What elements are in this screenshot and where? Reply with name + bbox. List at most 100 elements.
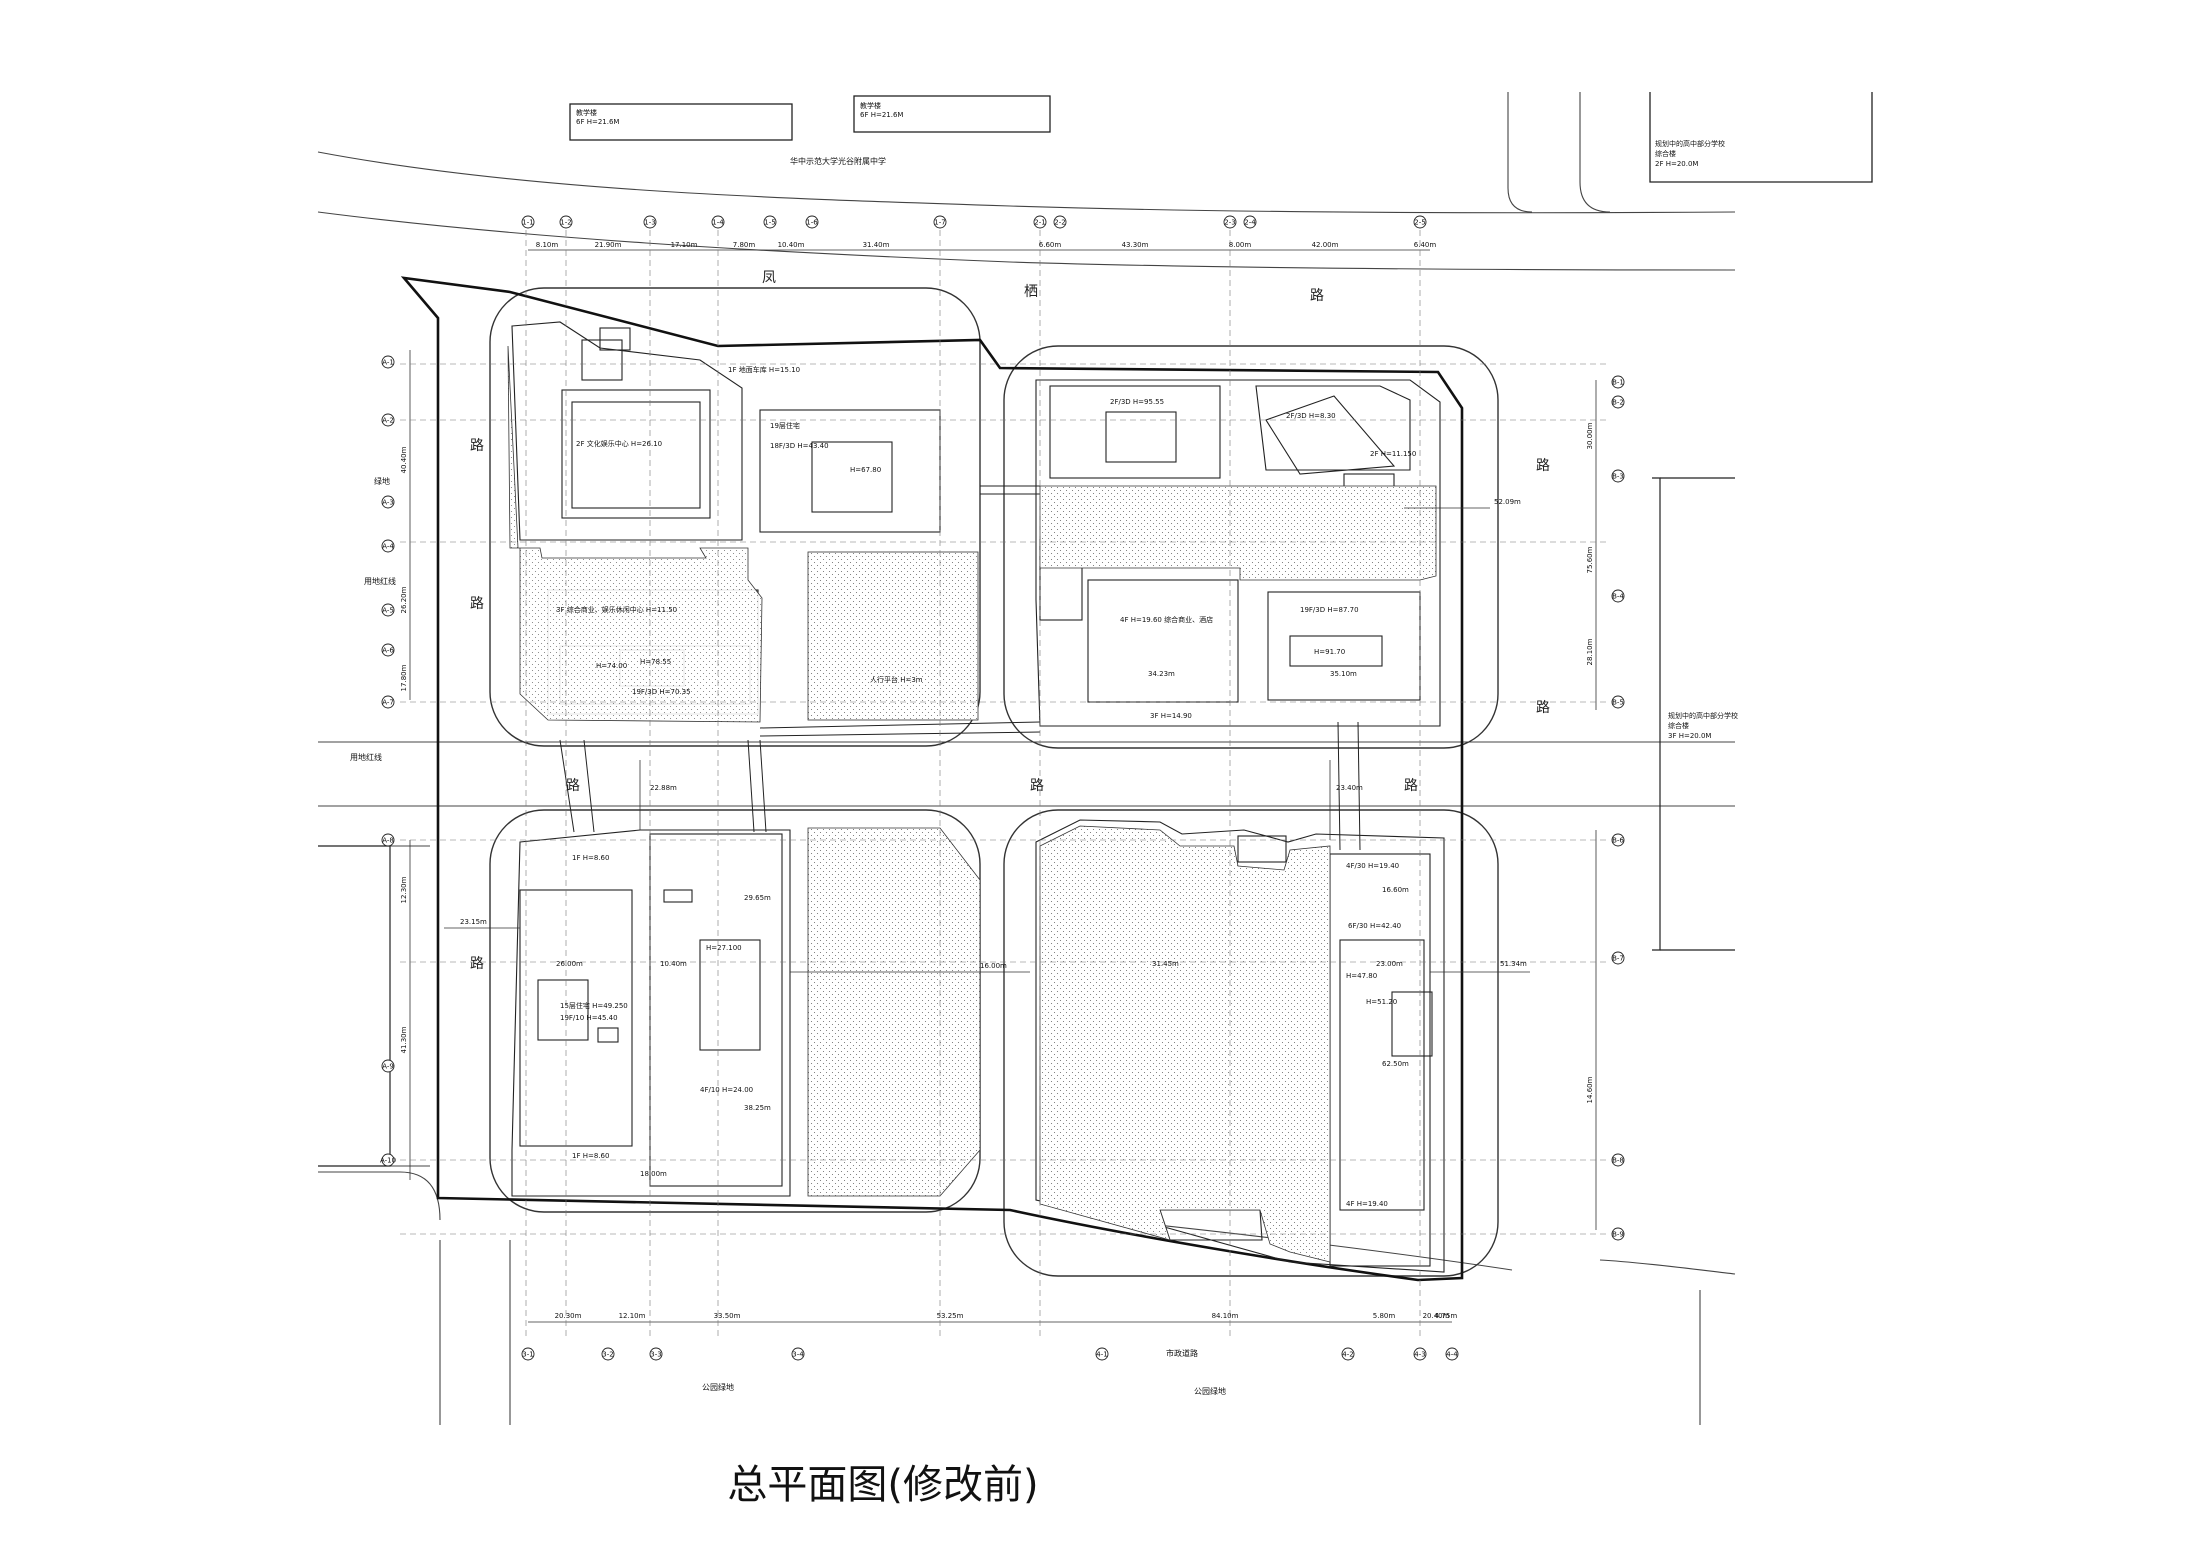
building-label: 51.34m bbox=[1500, 960, 1527, 968]
building-label: H=91.70 bbox=[1314, 648, 1345, 656]
building-label: H=47.80 bbox=[1346, 972, 1377, 980]
grid-bubble-label: A-3 bbox=[382, 498, 394, 506]
grid-bubble bbox=[643, 215, 657, 229]
building-label: 4F H=19.60 综合商业、酒店 bbox=[1120, 615, 1213, 624]
building-label: 31.45m bbox=[1152, 960, 1179, 968]
grid-bubble-label: 3-1 bbox=[522, 1350, 533, 1358]
grid-bubble-label: 2-5 bbox=[1414, 218, 1425, 226]
dimension-text: 33.50m bbox=[714, 1312, 741, 1320]
dimension-text: 41.30m bbox=[400, 1026, 408, 1053]
dimension-text: 17.10m bbox=[671, 241, 698, 249]
building-label: 1F H=8.60 bbox=[572, 854, 609, 862]
dimension-text: 12.30m bbox=[400, 876, 408, 903]
grid-bubble bbox=[711, 215, 725, 229]
drawing-caption: 总平面图(修改前) bbox=[0, 1452, 2206, 1510]
school-name-label: 华中示范大学光谷附属中学 bbox=[790, 156, 886, 166]
building-label: 2F/3D H=8.30 bbox=[1286, 412, 1336, 420]
title-text: 6F H=21.6M bbox=[860, 111, 903, 119]
grid-bubble bbox=[381, 1153, 395, 1167]
grid-bubble bbox=[1611, 395, 1625, 409]
grid-bubble bbox=[1413, 1347, 1427, 1361]
building-label: 26.00m bbox=[556, 960, 583, 968]
grid-bubble-label: 2-2 bbox=[1054, 218, 1065, 226]
area-label: 公园绿地 bbox=[702, 1382, 734, 1392]
dimension-text: 28.10m bbox=[1586, 638, 1594, 665]
area-label: 绿地 bbox=[374, 476, 390, 486]
road-label: 路 bbox=[1030, 778, 1044, 794]
grid-bubble-label: B-4 bbox=[1612, 592, 1624, 600]
grid-bubble-label: 1-1 bbox=[522, 218, 533, 226]
grid-bubble-label: 3-4 bbox=[792, 1350, 804, 1358]
grid-bubble-label: 4-4 bbox=[1446, 1350, 1458, 1358]
dimension-text: 6.60m bbox=[1039, 241, 1062, 249]
building-label: H=74.00 bbox=[596, 662, 627, 670]
dimension-text: 23.40m bbox=[1336, 784, 1363, 792]
nw-hatch bbox=[507, 345, 979, 723]
road-label: 路 bbox=[470, 596, 484, 612]
grid-bubble bbox=[763, 215, 777, 229]
building-label: 1F H=8.60 bbox=[572, 1152, 609, 1160]
grid-bubble bbox=[1611, 951, 1625, 965]
building-label: 4F/10 H=24.00 bbox=[700, 1086, 753, 1094]
grid-bubble bbox=[1611, 375, 1625, 389]
dimension-text: 8.00m bbox=[1229, 241, 1252, 249]
road-label: 路 bbox=[566, 778, 580, 794]
title-block-right bbox=[1649, 92, 1873, 183]
road-label: 路 bbox=[1536, 700, 1550, 716]
grid-bubble bbox=[1611, 589, 1625, 603]
grid-bubble bbox=[521, 215, 535, 229]
road-label: 路 bbox=[1536, 458, 1550, 474]
dimension-lines bbox=[409, 249, 1597, 1323]
sw-buildings bbox=[511, 829, 791, 1197]
grid-bubble-label: 1-4 bbox=[712, 218, 724, 226]
grid-bubble-label: 3-3 bbox=[650, 1350, 661, 1358]
area-label: 用地红线 bbox=[350, 752, 382, 762]
grid-bubble-label: 1-3 bbox=[644, 218, 655, 226]
dimension-text: 31.40m bbox=[863, 241, 890, 249]
grid-bubble-label: 3-2 bbox=[602, 1350, 613, 1358]
dimension-text: 30.00m bbox=[1586, 422, 1594, 449]
building-label: 15层住宅 H=49.250 bbox=[560, 1001, 628, 1010]
dimension-text: 52.09m bbox=[1494, 498, 1521, 506]
building-label: H=67.80 bbox=[850, 466, 881, 474]
dimension-text: 10.40m bbox=[778, 241, 805, 249]
grid-bubble-label: 1-2 bbox=[560, 218, 571, 226]
building-label: 2F 文化娱乐中心 H=26.10 bbox=[576, 439, 662, 448]
grid-bubble-label: A-7 bbox=[382, 698, 394, 706]
dimension-text: 7.80m bbox=[733, 241, 756, 249]
title-text: 规划中的高中部分学校 bbox=[1655, 139, 1725, 148]
grid-bubble-label: A-9 bbox=[382, 1062, 394, 1070]
grid-bubble bbox=[1611, 469, 1625, 483]
building-label: 4F/30 H=19.40 bbox=[1346, 862, 1399, 870]
block-outlines bbox=[489, 287, 1499, 1277]
grid-bubble bbox=[381, 355, 395, 369]
area-label: 3F H=20.0M bbox=[1668, 732, 1711, 740]
dimension-text: 8.10m bbox=[536, 241, 559, 249]
dimension-text: 20.30m bbox=[555, 1312, 582, 1320]
area-label: 规划中的高中部分学校 bbox=[1668, 711, 1738, 720]
gridlines bbox=[400, 230, 1610, 1340]
grid-bubble bbox=[649, 1347, 663, 1361]
building-label: 18F/3D H=43.40 bbox=[770, 442, 829, 450]
building-label: 6F/30 H=42.40 bbox=[1348, 922, 1401, 930]
grid-bubbles-east: B-1B-2B-3B-4B-5B-6B-7B-8B-9 bbox=[1611, 375, 1625, 1241]
building-label: 3F H=14.90 bbox=[1150, 712, 1192, 720]
grid-bubble bbox=[1611, 833, 1625, 847]
building-label: H=27.100 bbox=[706, 944, 742, 952]
dimension-text: 42.00m bbox=[1312, 241, 1339, 249]
grid-bubble bbox=[1223, 215, 1237, 229]
title-block-mid bbox=[853, 95, 1051, 133]
grid-bubble bbox=[381, 413, 395, 427]
building-label: 2F H=11.150 bbox=[1370, 450, 1416, 458]
dimension-text: 40.40m bbox=[400, 446, 408, 473]
grid-bubble bbox=[381, 603, 395, 617]
grid-bubble bbox=[1445, 1347, 1459, 1361]
grid-bubble-label: 1-6 bbox=[806, 218, 818, 226]
road-label: 路 bbox=[470, 438, 484, 454]
grid-bubble-label: 4-3 bbox=[1414, 1350, 1425, 1358]
grid-bubble bbox=[1053, 215, 1067, 229]
area-label: 用地红线 bbox=[364, 576, 396, 586]
dimension-text: 6.40m bbox=[1414, 241, 1437, 249]
